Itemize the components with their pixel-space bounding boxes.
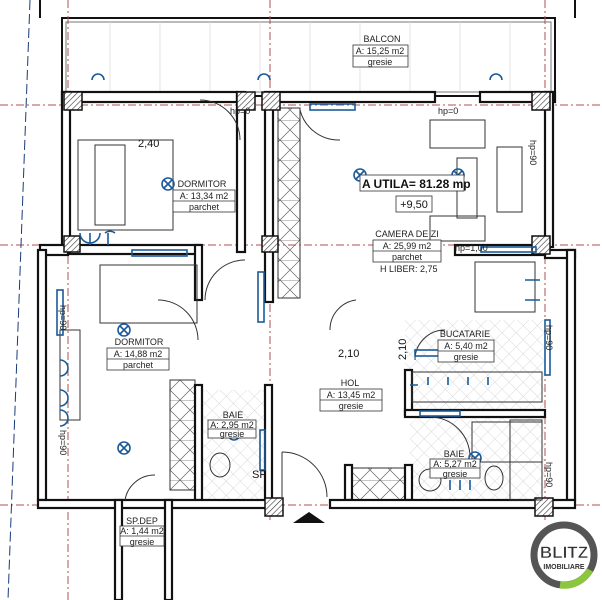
svg-text:CAMERA DE ZI: CAMERA DE ZI — [375, 229, 439, 239]
svg-text:SP.DEP: SP.DEP — [126, 516, 158, 526]
doors — [124, 99, 471, 501]
room-label-hol: HOL A: 13,45 m2 gresie — [319, 378, 383, 412]
room-label-bucatarie: BUCATARIE A: 5,40 m2 gresie — [437, 329, 495, 363]
svg-text:gresie: gresie — [339, 401, 364, 411]
blitz-logo: BLITZ IMOBILIARE — [530, 521, 598, 589]
svg-text:SF: SF — [252, 469, 266, 481]
svg-text:gresie: gresie — [368, 57, 393, 67]
svg-text:HOL: HOL — [341, 378, 360, 388]
svg-text:gresie: gresie — [130, 537, 155, 547]
svg-text:+9,50: +9,50 — [400, 199, 428, 211]
svg-text:hp=1,00: hp=1,00 — [455, 243, 488, 253]
closet — [351, 467, 408, 501]
svg-text:hp=90: hp=90 — [58, 430, 68, 455]
svg-text:H LIBER: 2,75: H LIBER: 2,75 — [380, 264, 438, 274]
room-label-baie-1: BAIE A: 2,95 m2 gresie — [207, 410, 257, 439]
room-label-camera-de-zi: CAMERA DE ZI A: 25,99 m2 parchet H LIBER… — [372, 229, 442, 274]
svg-text:DORMITOR: DORMITOR — [178, 179, 227, 189]
svg-text:BUCATARIE: BUCATARIE — [440, 329, 490, 339]
svg-text:parchet: parchet — [123, 360, 154, 370]
svg-text:BAIE: BAIE — [223, 410, 244, 420]
entrance-arrow-icon — [293, 512, 325, 523]
svg-text:A: 13,45 m2: A: 13,45 m2 — [327, 390, 376, 400]
room-label-balcon: BALCON A: 15,25 m2 gresie — [352, 34, 409, 68]
small-bath-floor — [200, 390, 265, 500]
svg-text:A: 2,95 m2: A: 2,95 m2 — [210, 420, 254, 430]
svg-text:gresie: gresie — [454, 352, 479, 362]
svg-text:BLITZ: BLITZ — [540, 543, 588, 562]
svg-text:parchet: parchet — [392, 252, 423, 262]
furniture — [59, 119, 543, 501]
svg-text:DORMITOR: DORMITOR — [115, 337, 164, 347]
columns — [63, 91, 554, 517]
svg-text:BALCON: BALCON — [363, 34, 400, 44]
wardrobe — [277, 107, 301, 299]
bathroom-floor — [410, 415, 545, 500]
svg-text:2,10: 2,10 — [397, 339, 409, 360]
svg-text:hp=90: hp=90 — [544, 325, 554, 350]
svg-text:IMOBILIARE: IMOBILIARE — [543, 564, 585, 571]
svg-text:hp=90: hp=90 — [544, 462, 554, 487]
room-label-sp-dep: SP.DEP A: 1,44 m2 gresie — [119, 516, 165, 547]
svg-text:2,10: 2,10 — [338, 348, 359, 360]
svg-text:hp=0: hp=0 — [438, 106, 458, 116]
svg-text:BAIE: BAIE — [444, 449, 465, 459]
wardrobe — [169, 379, 196, 491]
balcony — [61, 17, 556, 97]
room-label-baie-2: BAIE A: 5,27 m2 gresie — [429, 449, 481, 479]
svg-text:gresie: gresie — [443, 469, 468, 479]
svg-text:A: 13,34 m2: A: 13,34 m2 — [180, 191, 229, 201]
room-label-dormitor-2: DORMITOR A: 14,88 m2 parchet — [106, 337, 170, 371]
svg-text:gresie: gresie — [220, 429, 245, 439]
svg-text:A UTILA= 81.28 mp: A UTILA= 81.28 mp — [362, 177, 471, 191]
svg-text:A: 15,25 m2: A: 15,25 m2 — [356, 46, 405, 56]
svg-text:A: 5,27 m2: A: 5,27 m2 — [433, 459, 477, 469]
svg-text:hp=0: hp=0 — [230, 106, 250, 116]
room-label-dormitor-1: DORMITOR A: 13,34 m2 parchet — [172, 179, 236, 213]
svg-text:A: 14,88 m2: A: 14,88 m2 — [114, 349, 163, 359]
svg-text:A: 25,99 m2: A: 25,99 m2 — [383, 241, 432, 251]
svg-text:hp=90: hp=90 — [528, 140, 538, 165]
svg-text:2,40: 2,40 — [138, 138, 159, 150]
svg-text:parchet: parchet — [189, 202, 220, 212]
svg-text:A: 5,40 m2: A: 5,40 m2 — [444, 341, 488, 351]
svg-text:hp=90: hp=90 — [58, 305, 68, 330]
svg-text:A: 1,44 m2: A: 1,44 m2 — [120, 526, 164, 536]
annotations: hp=0 hp=0 hp=90 hp=90 hp=90 hp=90 hp=90 … — [58, 106, 554, 487]
total-area: A UTILA= 81.28 mp +9,50 — [359, 174, 471, 213]
